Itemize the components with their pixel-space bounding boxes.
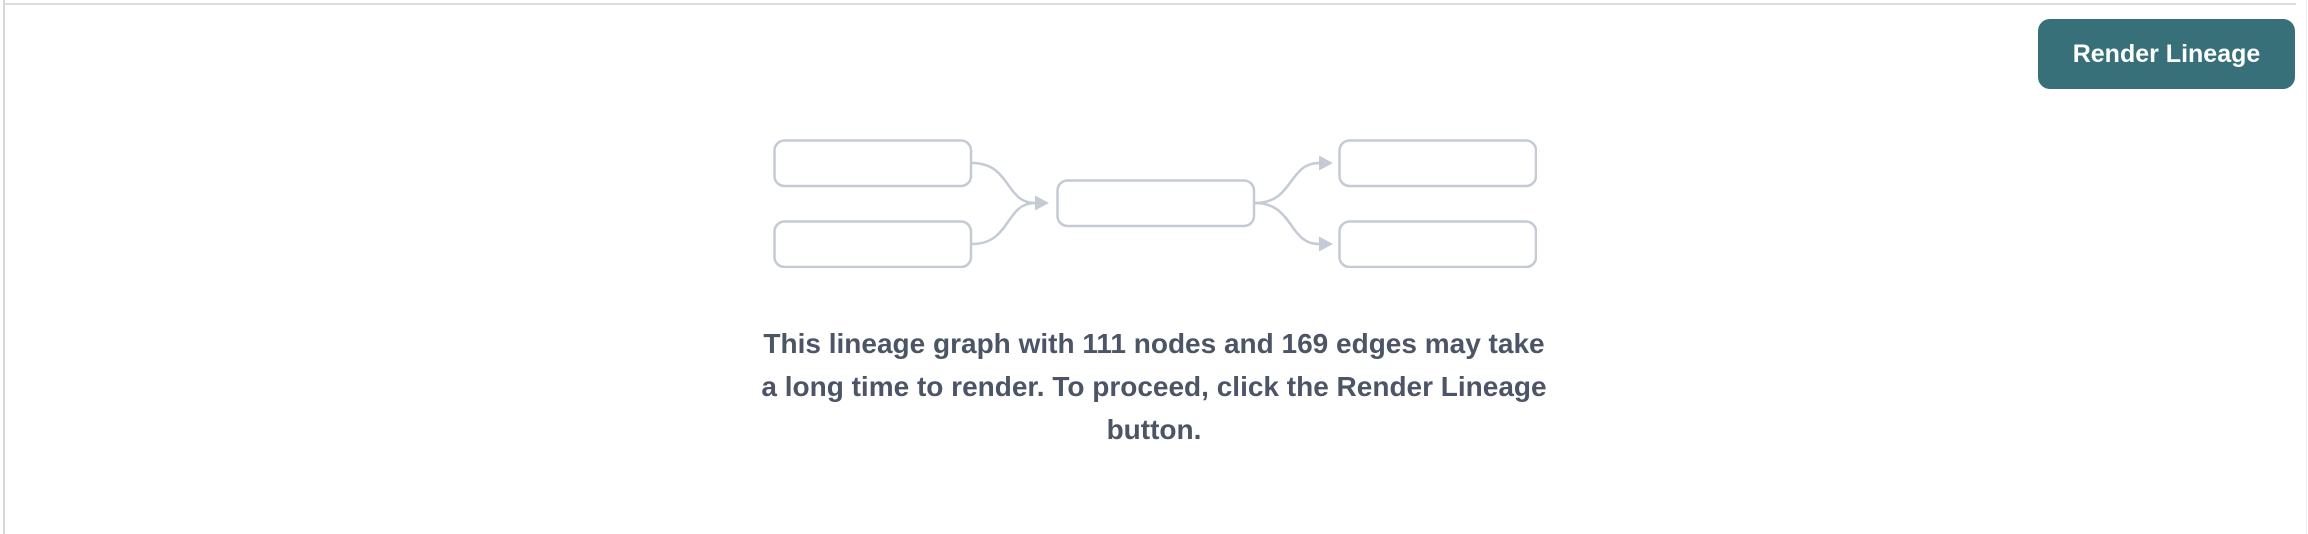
panel-top-border (3, 3, 2296, 5)
arrowhead-top-right-icon (1319, 155, 1333, 171)
dag-edges (971, 161, 1320, 246)
lineage-graph-illustration (773, 139, 1537, 268)
dag-arrowheads (1035, 155, 1333, 252)
dag-node-downstream-top (1338, 139, 1537, 188)
dag-nodes (773, 139, 1537, 268)
panel-left-border (3, 0, 5, 534)
warning-line-3: button. (1106, 414, 1202, 445)
dag-edge-downstream-top (1254, 161, 1320, 205)
dag-edge-upstream-top (971, 161, 1036, 205)
arrowhead-bottom-right-icon (1319, 236, 1333, 252)
warning-line-2: a long time to render. To proceed, click… (761, 371, 1547, 402)
dag-node-upstream-bottom (773, 220, 973, 268)
dag-node-middle (1056, 179, 1256, 228)
dag-edge-upstream-bottom (971, 201, 1036, 246)
lineage-warning-text: This lineage graph with 111 nodes and 16… (0, 322, 2308, 451)
dag-node-upstream-top (773, 139, 973, 188)
warning-line-1: This lineage graph with 111 nodes and 16… (763, 328, 1545, 359)
arrowhead-middle-icon (1035, 195, 1049, 211)
render-lineage-button[interactable]: Render Lineage (2038, 19, 2295, 89)
dag-edge-downstream-bottom (1254, 201, 1320, 246)
panel-right-edge (2306, 0, 2307, 534)
dag-node-downstream-bottom (1338, 220, 1537, 268)
